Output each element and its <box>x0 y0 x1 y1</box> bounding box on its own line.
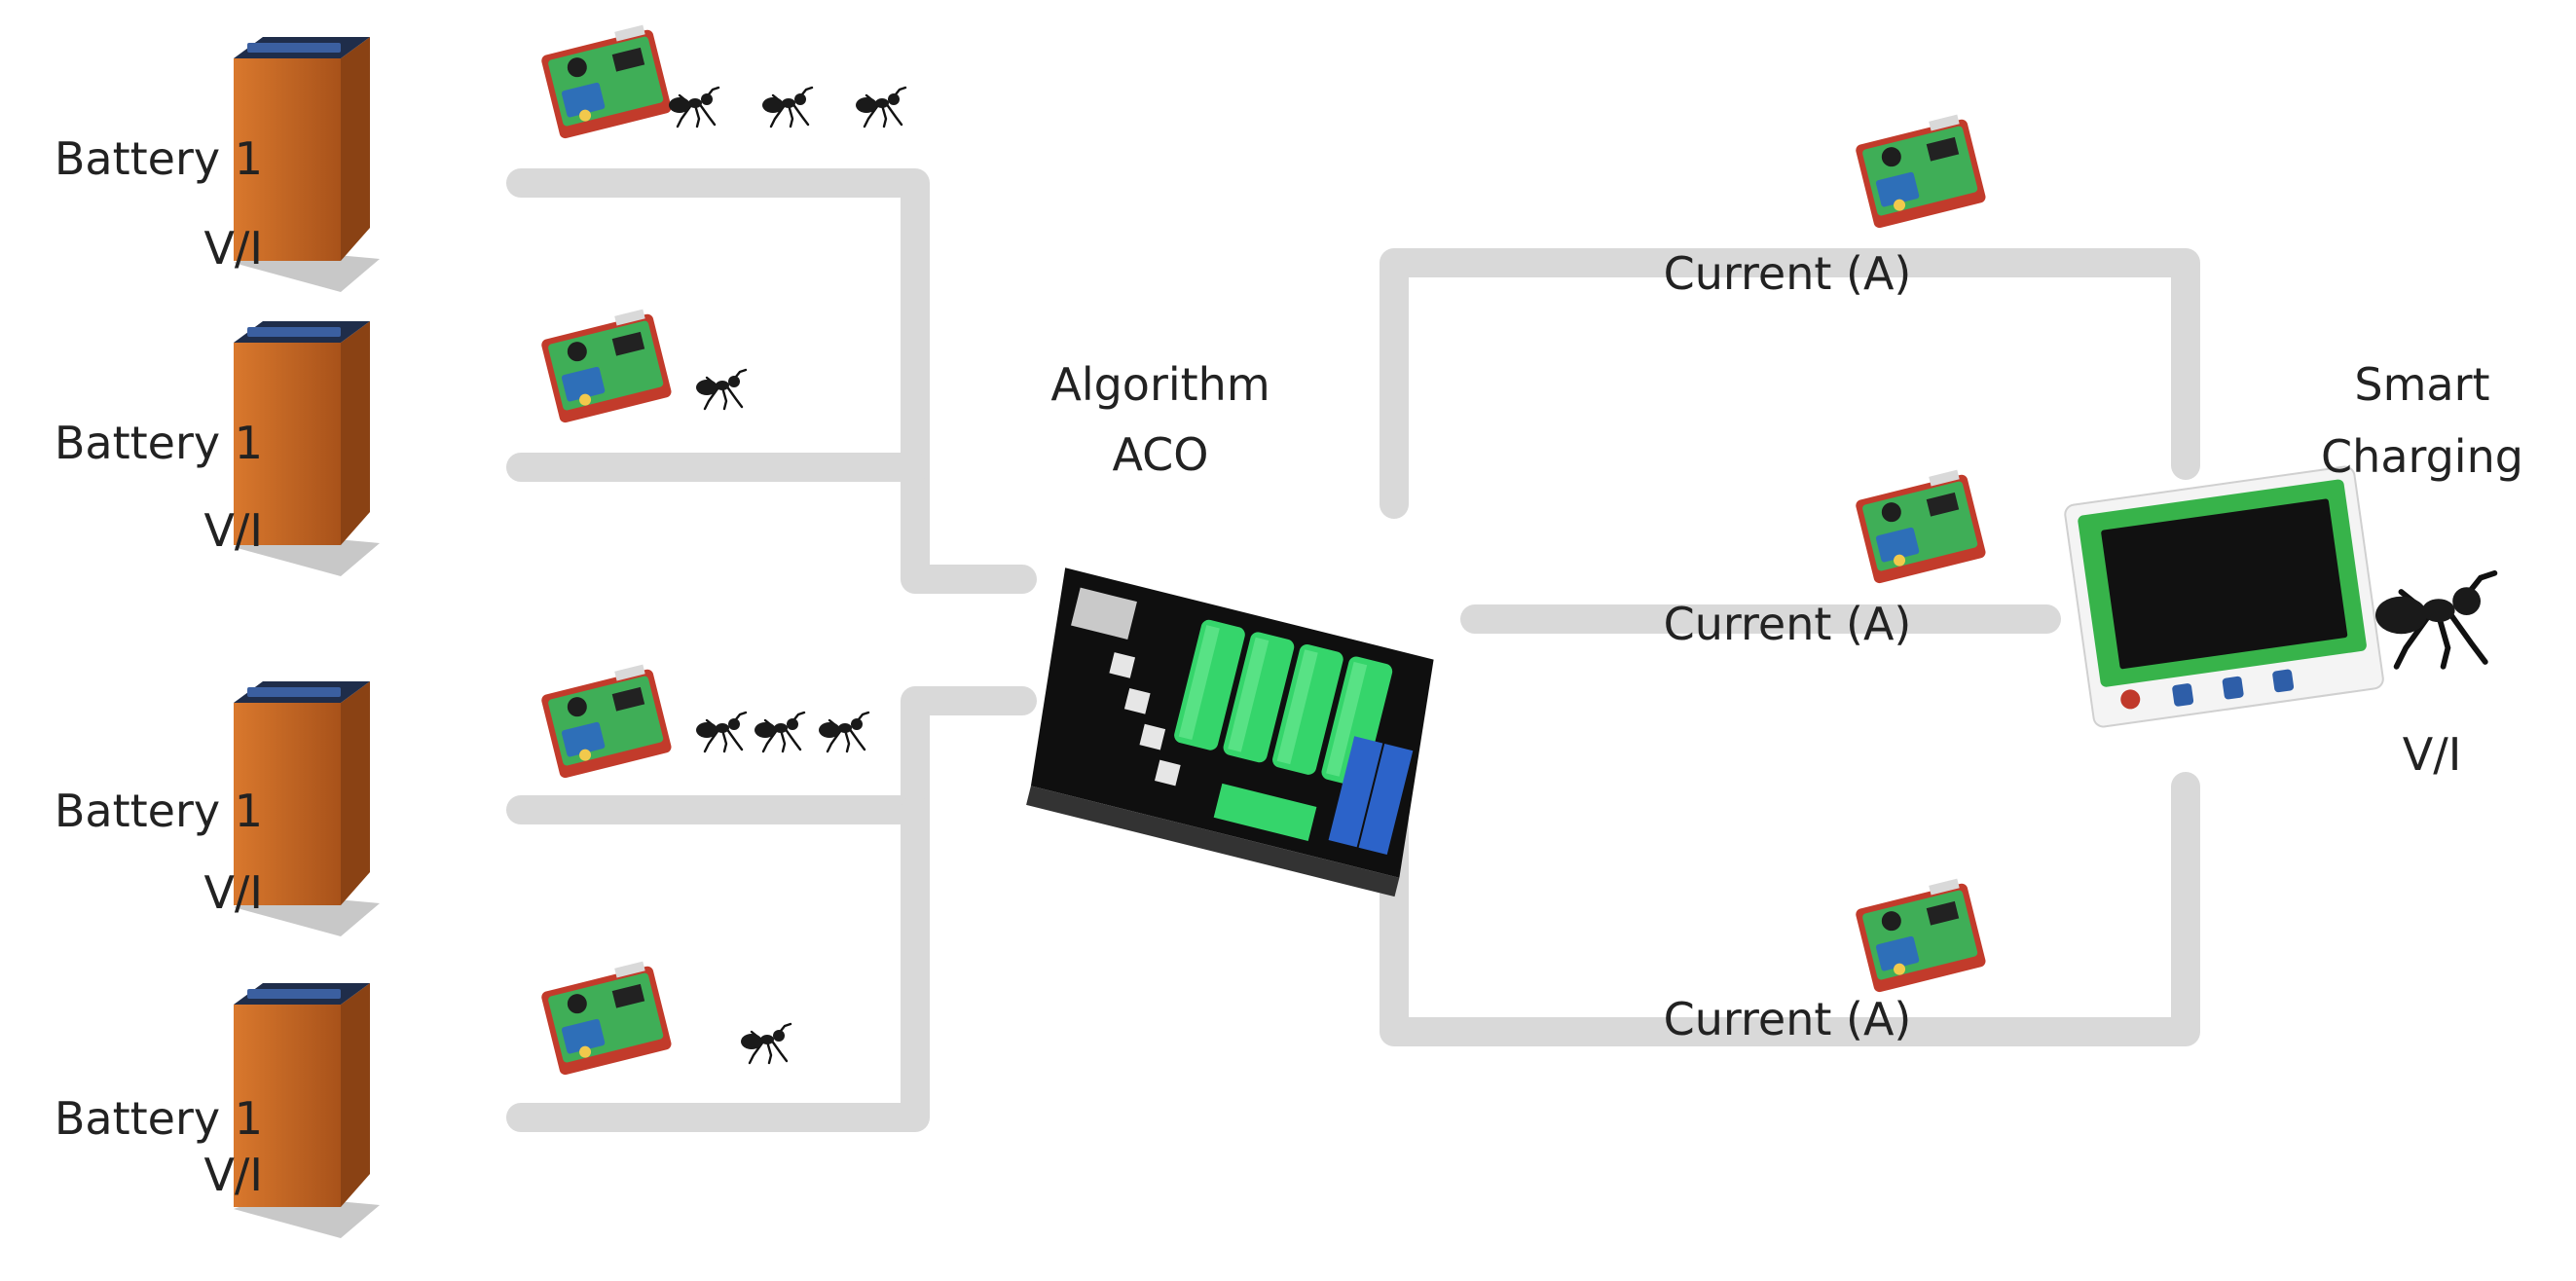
wire <box>1380 248 2200 519</box>
battery-label: Battery 1 <box>54 132 263 185</box>
battery-reading: V/I <box>203 222 263 274</box>
ant-icon <box>819 711 870 753</box>
ant-icon <box>754 711 806 753</box>
wire <box>1380 772 2200 1046</box>
smart-charger-lcd-icon <box>2064 465 2384 728</box>
controller-label-line2: ACO <box>1112 428 1209 481</box>
battery-reading: V/I <box>203 1149 263 1201</box>
ant-icon <box>762 86 814 128</box>
ant-icon <box>669 86 720 128</box>
device-layer <box>234 24 2498 1238</box>
current-path-label: Current (A) <box>1663 993 1912 1045</box>
ant-icon <box>741 1022 792 1065</box>
sensor-board-icon <box>541 961 672 1076</box>
battery-label: Battery 1 <box>54 417 263 469</box>
sensor-board-icon <box>541 24 672 139</box>
charger-reading: V/I <box>2402 728 2462 781</box>
sensor-board-icon <box>1856 114 1986 229</box>
sensor-board-icon <box>1856 469 1986 584</box>
controller-label-line1: Algorithm <box>1050 358 1270 411</box>
battery-icon <box>234 983 380 1238</box>
battery-reading: V/I <box>203 866 263 919</box>
charger-label-line1: Smart <box>2354 358 2490 411</box>
ant-icon <box>696 368 748 411</box>
wire <box>506 795 930 1132</box>
wire-layer <box>506 168 2200 1132</box>
battery-label: Battery 1 <box>54 785 263 837</box>
battery-icon <box>234 37 380 292</box>
battery-icon <box>234 681 380 936</box>
sensor-board-icon <box>1856 878 1986 993</box>
sensor-board-icon <box>541 309 672 423</box>
wire <box>506 168 1037 594</box>
wire <box>506 686 1037 824</box>
current-path-label: Current (A) <box>1663 598 1912 650</box>
ant-icon <box>2375 569 2498 670</box>
current-path-label: Current (A) <box>1663 247 1912 300</box>
battery-icon <box>234 321 380 576</box>
charger-label-line2: Charging <box>2321 430 2523 483</box>
battery-reading: V/I <box>203 504 263 557</box>
battery-label: Battery 1 <box>54 1092 263 1145</box>
ant-icon <box>856 86 907 128</box>
ant-icon <box>696 711 748 753</box>
aco-controller-board-icon <box>1026 567 1434 897</box>
sensor-board-icon <box>541 664 672 779</box>
